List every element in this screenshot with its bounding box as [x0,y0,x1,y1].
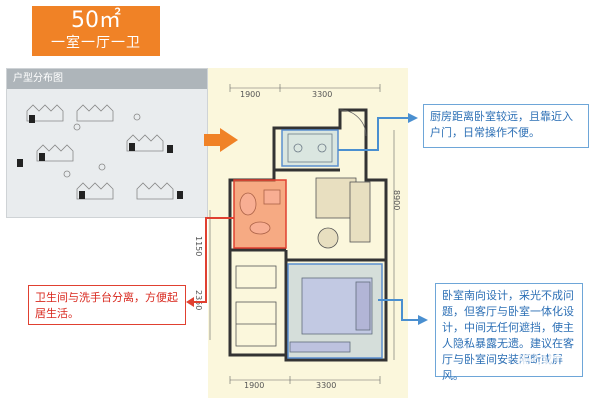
dimension-left-low: 2350 [194,290,203,311]
dimension-top-left: 1900 [240,90,261,99]
dimension-right-side: 8900 [392,190,401,211]
site-panel-header: 户型分布图 [7,69,207,89]
bedroom-note: 卧室南向设计，采光不成问题，但客厅与卧室一体化设计，中间无任何遮挡，使主人隐私暴… [435,283,583,382]
title-area: 50㎡ [71,8,121,33]
dimension-top-right: 3300 [312,90,333,99]
site-plan-drawing [17,104,183,200]
dimension-bottom-right: 3300 [316,381,337,390]
dimension-left-mid: 1150 [194,236,203,257]
site-distribution-panel: 户型分布图 [6,68,208,218]
title-layout: 一室一厅一卫 [51,35,141,51]
kitchen-highlight [281,129,339,167]
bathroom-highlight [233,179,287,249]
title-badge: 50㎡ 一室一厅一卫 [32,6,160,56]
kitchen-note: 厨房距离卧室较远，且靠近入户门，日常操作不便。 [423,104,589,148]
floor-plan [209,84,395,384]
bedroom-highlight [287,263,383,359]
dimension-bottom-left: 1900 [244,381,265,390]
watermark-text: 彩叶 [516,346,568,374]
bathroom-note: 卫生间与洗手台分离，方便起居生活。 [28,285,186,325]
